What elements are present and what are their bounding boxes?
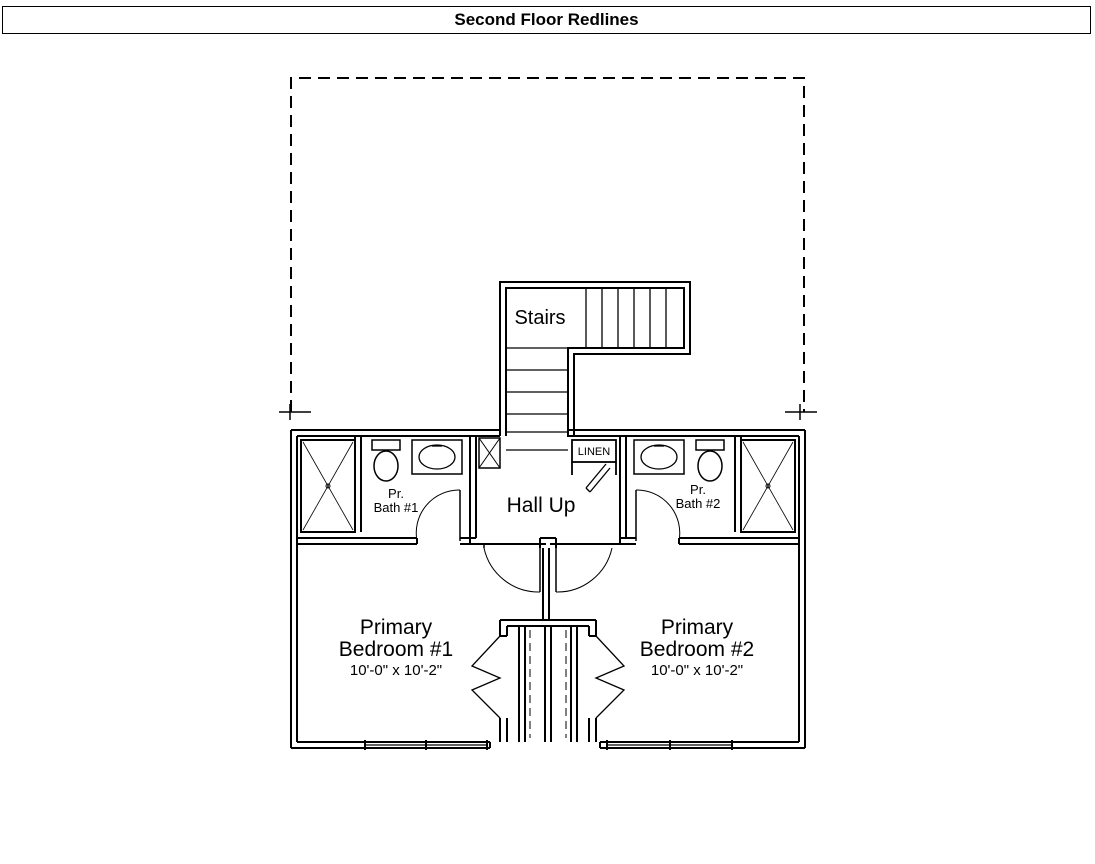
bath2-label-line2: Bath #2 [676, 496, 721, 511]
bath2-label-line1: Pr. [690, 482, 706, 497]
bath-2 [550, 436, 799, 545]
dashed-outline [290, 77, 805, 412]
closets [470, 619, 626, 748]
hall-label: Hall Up [507, 494, 576, 517]
stairs-label: Stairs [514, 307, 565, 329]
bedroom1-label-line1: Primary [360, 616, 433, 639]
linen-label: LINEN [578, 446, 610, 458]
hall-doors [483, 537, 613, 620]
bedroom2-label-line1: Primary [661, 616, 734, 639]
bedroom2-size: 10'-0" x 10'-2" [651, 662, 743, 679]
windows [364, 740, 733, 750]
bath1-label-line1: Pr. [388, 486, 404, 501]
exterior-walls [290, 429, 806, 749]
title-bar: Second Floor Redlines [2, 6, 1091, 34]
bedroom1-label-line2: Bedroom #1 [339, 638, 453, 661]
bedroom1-size: 10'-0" x 10'-2" [350, 662, 442, 679]
junction-ticks [279, 404, 817, 420]
linen-closet [571, 439, 617, 493]
bath-1 [297, 436, 546, 545]
stairs [499, 281, 691, 451]
bedroom2-label-line2: Bedroom #2 [640, 638, 754, 661]
page-title: Second Floor Redlines [454, 10, 639, 29]
bath1-label-line2: Bath #1 [374, 500, 419, 515]
